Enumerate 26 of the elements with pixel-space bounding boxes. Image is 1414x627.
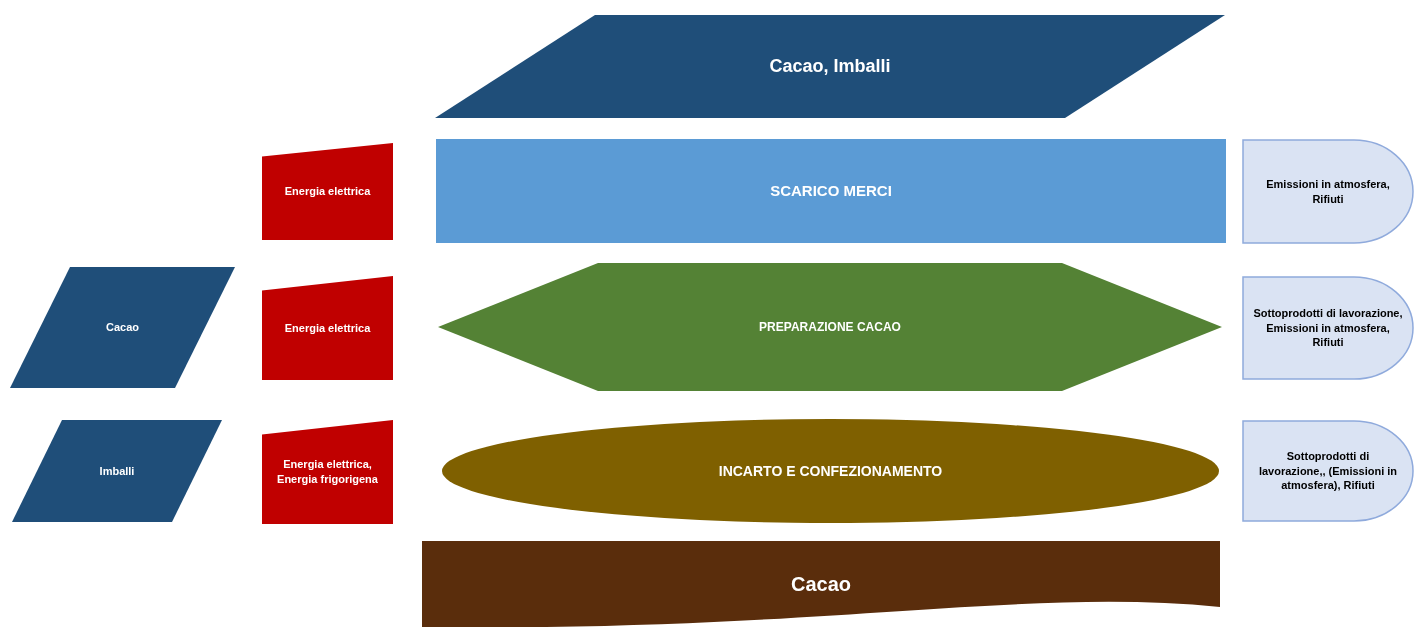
input-parallelogram: [10, 267, 235, 388]
step-label: Energia elettrica: [284, 184, 371, 199]
step-label: Cacao: [106, 320, 139, 335]
input-parallelogram: [12, 420, 222, 522]
step-label: Imballi: [99, 463, 135, 479]
step-label: INCARTO E CONFEZIONAMENTO: [718, 461, 943, 481]
process-hexagon: [438, 263, 1222, 391]
energy-input-shape: [262, 276, 393, 380]
step-label: Energia elettrica: [284, 320, 371, 336]
output-banner: [422, 541, 1220, 627]
energy-input-shape: [262, 420, 393, 524]
step-label: PREPARAZIONE CACAO: [759, 318, 901, 336]
output-shape: [1242, 276, 1414, 380]
input-parallelogram: [435, 15, 1225, 118]
step-label: Sottoprodotti di lavorazione,, (Emissioni in atmosfera), Rifiuti: [1257, 448, 1399, 494]
step-label: Energia elettrica, Energia frigorigena: [276, 457, 379, 487]
step-label: Sottoprodotti di lavorazione, Emissioni in atmosfera, Rifiuti: [1252, 305, 1404, 351]
output-shape: [1242, 420, 1414, 522]
step-label: SCARICO MERCI: [770, 180, 892, 201]
step-label: Cacao: [791, 571, 851, 597]
process-box: [436, 139, 1226, 243]
step-label: Cacao, Imballi: [769, 55, 891, 79]
output-shape: [1242, 139, 1414, 244]
process-ellipse: [441, 418, 1220, 524]
energy-input-shape: [262, 143, 393, 240]
step-label: Emissioni in atmosfera, Rifiuti: [1265, 176, 1391, 207]
